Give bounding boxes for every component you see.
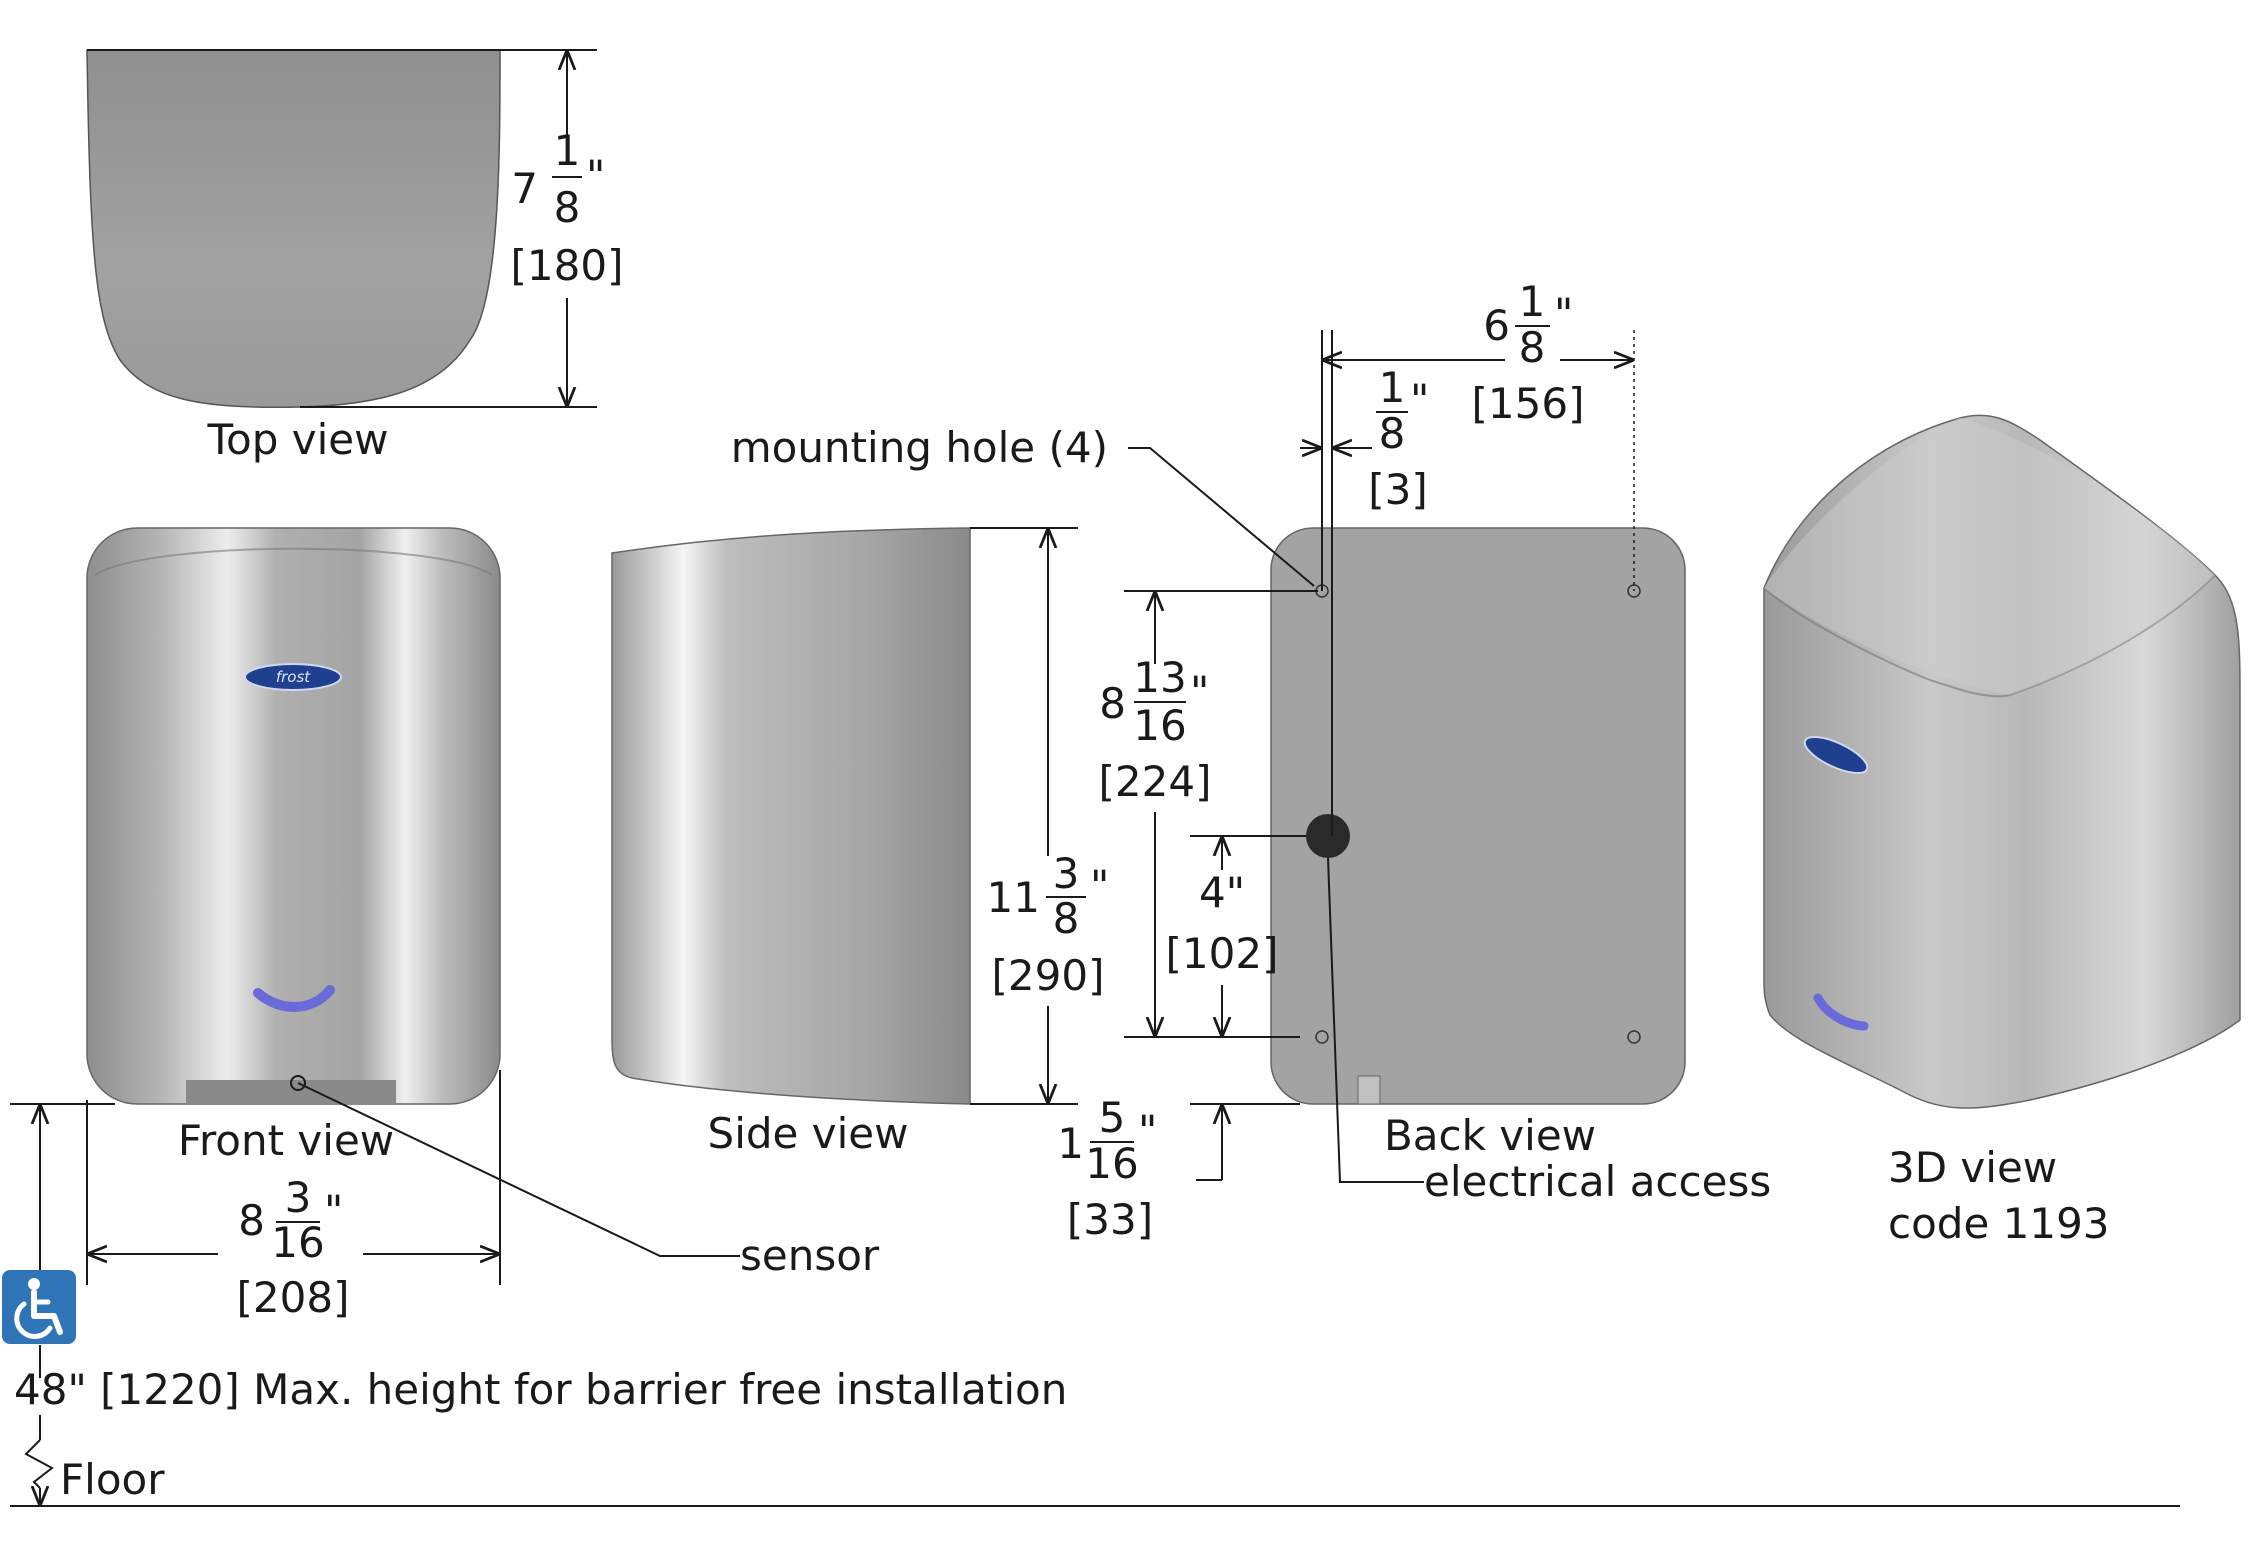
- front-view-body: [86, 527, 501, 1105]
- dim-inch-mark: ": [1138, 1106, 1157, 1155]
- dim-mm: [208]: [237, 1273, 350, 1322]
- dim-denominator: 16: [271, 1218, 324, 1267]
- barrier-free-height: 48" [1220] Max. height for barrier free …: [2, 1103, 2180, 1507]
- dim-inch-mark: ": [1410, 375, 1429, 424]
- dim-whole: 11: [987, 873, 1040, 922]
- dim-whole: 8: [238, 1196, 265, 1245]
- bottom-offset-dimension: 1 5 16 " [33]: [1057, 1093, 1157, 1244]
- three-d-view-label: 3D view: [1888, 1143, 2057, 1192]
- back-view-body: [1270, 527, 1686, 1105]
- barrier-free-label: 48" [1220] Max. height for barrier free …: [14, 1365, 1067, 1414]
- dim-numerator: 3: [1053, 849, 1080, 898]
- hole-spacing-v-dimension: 8 13 16 " [224]: [1099, 653, 1212, 806]
- dim-whole: 6: [1483, 301, 1510, 350]
- dim-inch-mark: ": [1090, 861, 1109, 910]
- front-sensor-light: [253, 985, 335, 1012]
- wheelchair-icon: [2, 1270, 76, 1344]
- dim-numerator: 5: [1099, 1093, 1126, 1142]
- three-d-sensor-light: [1813, 993, 1869, 1031]
- brand-logo: frost: [244, 663, 342, 691]
- mounting-hole-label: mounting hole (4): [731, 423, 1108, 472]
- dim-mm: [33]: [1067, 1195, 1153, 1244]
- dim-denominator: 8: [554, 183, 581, 232]
- hole-edge-offset-dimension: 1 8 " [3]: [1368, 363, 1429, 514]
- front-view: frost 8 3 16 " [208] Front view: [86, 527, 501, 1322]
- three-d-logo: [1803, 735, 1869, 775]
- logo-text: frost: [276, 668, 311, 686]
- top-view-label: Top view: [207, 415, 389, 464]
- dim-denominator: 8: [1379, 409, 1406, 458]
- dim-whole: 1: [1057, 1119, 1084, 1168]
- dim-inch-mark: ": [324, 1186, 343, 1235]
- side-view-body: [611, 527, 971, 1105]
- dim-numerator: 1: [1379, 363, 1406, 412]
- dim-numerator: 3: [285, 1173, 312, 1222]
- front-view-label: Front view: [178, 1116, 394, 1165]
- dim-denominator: 8: [1519, 323, 1546, 372]
- product-code: code 1193: [1888, 1199, 2110, 1248]
- sensor-label: sensor: [740, 1231, 880, 1280]
- dim-denominator: 16: [1085, 1139, 1138, 1188]
- mounting-hole: [1627, 1030, 1641, 1044]
- back-view-label: Back view: [1384, 1111, 1596, 1160]
- floor-label: Floor: [60, 1455, 165, 1504]
- hole-spacing-h-dimension: 6 1 8 " [156]: [1472, 277, 1585, 428]
- three-d-body: [1763, 414, 2241, 1109]
- back-view: Back view: [1270, 527, 1686, 1160]
- top-view-shape: [86, 49, 501, 408]
- dim-mm: [102]: [1166, 929, 1279, 978]
- side-view: 11 3 8 " [290] Side view: [611, 527, 1110, 1158]
- dim-inch-mark: ": [1190, 667, 1209, 716]
- top-depth-dimension: 7 1 8 " [180]: [511, 126, 624, 290]
- dim-mm: [290]: [992, 951, 1105, 1000]
- dim-numerator: 13: [1133, 653, 1186, 702]
- dim-mm: [156]: [1472, 379, 1585, 428]
- dim-numerator: 1: [554, 126, 581, 175]
- sensor-point: [290, 1075, 306, 1091]
- side-height-dimension: 11 3 8 " [290]: [987, 849, 1110, 1000]
- dim-whole: 8: [1099, 679, 1126, 728]
- dim-value: 4": [1199, 868, 1245, 917]
- dim-inch-mark: ": [586, 151, 605, 200]
- dim-mm: [3]: [1368, 465, 1428, 514]
- dim-inch-mark: ": [1554, 289, 1573, 338]
- dim-mm: [224]: [1099, 757, 1212, 806]
- dim-denominator: 16: [1133, 701, 1186, 750]
- three-d-view: 3D view code 1193: [1763, 414, 2241, 1248]
- front-width-dimension: 8 3 16 " [208]: [237, 1173, 350, 1322]
- access-height-dimension: 4" [102]: [1166, 868, 1279, 978]
- mounting-hole: [1315, 1030, 1329, 1044]
- electrical-access-callout: electrical access: [1327, 857, 1771, 1206]
- electrical-access-hole: [1306, 814, 1350, 858]
- top-view: 7 1 8 " [180] Top view: [86, 49, 624, 464]
- sensor-callout: sensor: [297, 1082, 880, 1280]
- back-view-dimensions: 6 1 8 " [156] 1 8 " [3] 8 13 16 " [224]: [1057, 277, 1635, 1244]
- dim-whole: 7: [511, 164, 538, 213]
- dim-mm: [180]: [511, 241, 624, 290]
- electrical-access-label: electrical access: [1424, 1157, 1771, 1206]
- side-view-label: Side view: [708, 1109, 909, 1158]
- mounting-hole-callout: mounting hole (4): [731, 423, 1315, 587]
- dim-denominator: 8: [1053, 894, 1080, 943]
- dim-numerator: 1: [1519, 277, 1546, 326]
